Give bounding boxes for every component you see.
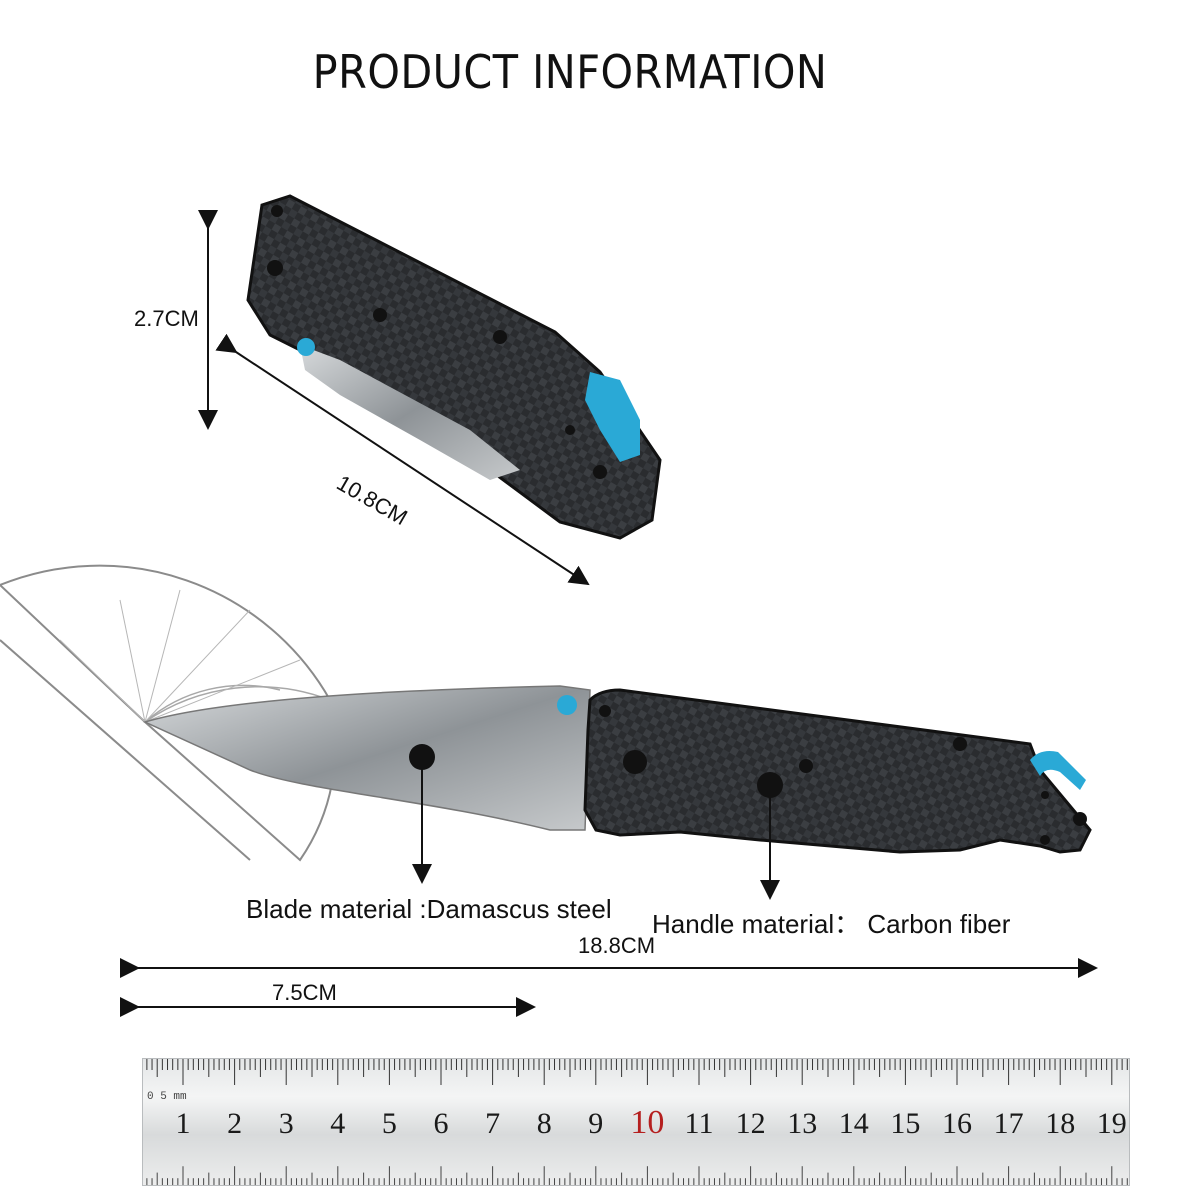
ruler-number: 18 bbox=[1045, 1107, 1076, 1140]
thumb-stud-icon bbox=[297, 338, 315, 356]
ruler-number: 15 bbox=[890, 1107, 921, 1140]
ruler-number: 7 bbox=[485, 1107, 501, 1140]
ruler-number: 2 bbox=[227, 1107, 243, 1140]
thumb-stud-icon-open bbox=[557, 695, 577, 715]
ruler-number: 9 bbox=[588, 1107, 604, 1140]
ruler-ticks bbox=[146, 1059, 1128, 1185]
folded-knife-image bbox=[246, 194, 662, 540]
ruler-number: 13 bbox=[787, 1107, 818, 1140]
blade-length-label: 7.5CM bbox=[272, 980, 337, 1005]
ruler-number: 16 bbox=[942, 1107, 972, 1140]
ruler-number: 11 bbox=[684, 1107, 714, 1140]
handle-material-label: Handle material： Carbon fiber bbox=[652, 909, 1011, 939]
ruler-number: 12 bbox=[735, 1107, 766, 1140]
ruler-number: 6 bbox=[433, 1107, 449, 1140]
folded-length-arrow bbox=[215, 333, 590, 586]
open-knife-image bbox=[142, 685, 1092, 854]
blade-material-label: Blade material :Damascus steel bbox=[246, 894, 612, 924]
ruler-number: 8 bbox=[536, 1107, 552, 1140]
total-length-label: 18.8CM bbox=[578, 933, 656, 958]
lanyard-clip-icon-open bbox=[1030, 751, 1086, 790]
ruler-number: 17 bbox=[993, 1107, 1024, 1140]
height-label: 2.7CM bbox=[134, 306, 199, 331]
ruler-unit-label: 0 5 mm bbox=[147, 1091, 187, 1103]
lanyard-clip-icon bbox=[585, 372, 640, 462]
ruler-number: 4 bbox=[330, 1107, 346, 1140]
ruler-number: 14 bbox=[838, 1107, 869, 1140]
ruler-number: 5 bbox=[381, 1107, 397, 1140]
ruler-number: 3 bbox=[278, 1107, 294, 1140]
ruler-number: 19 bbox=[1096, 1107, 1127, 1140]
page-title: PRODUCT INFORMATION bbox=[312, 45, 828, 99]
protractor-image bbox=[0, 564, 337, 862]
ruler-number: 10 bbox=[630, 1104, 665, 1141]
ruler-number: 1 bbox=[175, 1107, 191, 1140]
